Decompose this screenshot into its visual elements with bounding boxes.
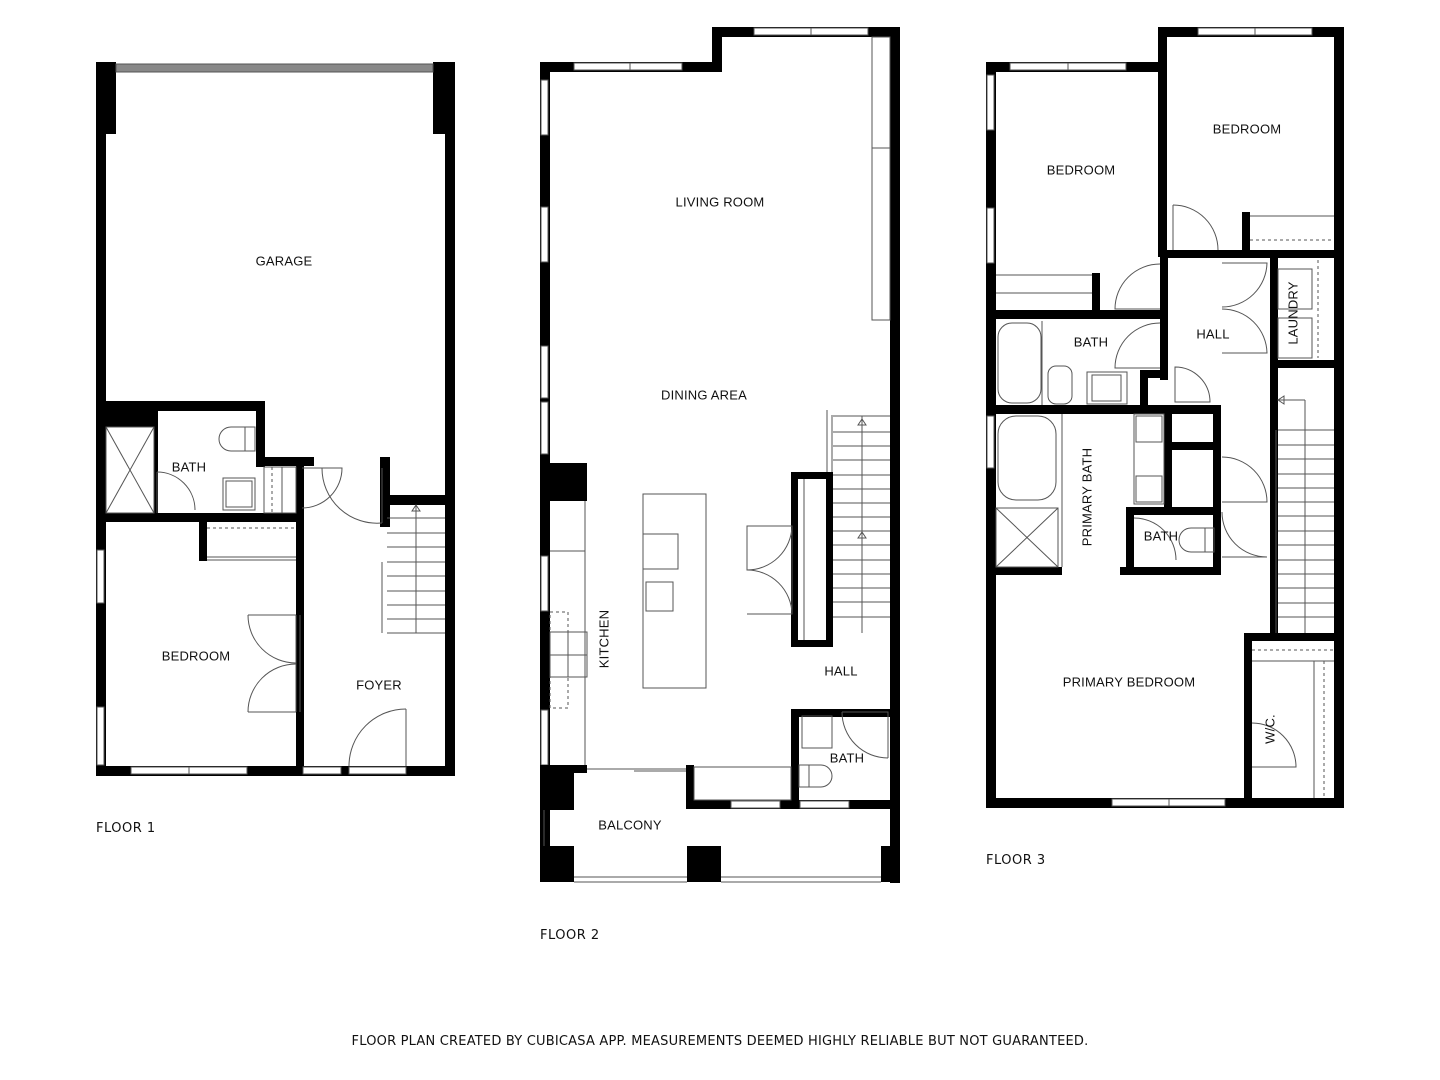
floor-1-plan [96, 62, 455, 776]
room-label-garage: GARAGE [255, 253, 313, 269]
room-label-bedroom-right: BEDROOM [1212, 121, 1282, 137]
room-label-hall: HALL [1196, 326, 1230, 342]
room-label-laundry: LAUNDRY [1285, 281, 1301, 345]
floor-1-label: FLOOR 1 [96, 821, 156, 836]
floor-2-label: FLOOR 2 [540, 928, 600, 943]
room-label-foyer: FOYER [356, 677, 402, 693]
room-label-hall: HALL [824, 663, 858, 679]
room-label-balcony: BALCONY [598, 817, 662, 833]
room-label-bedroom-left: BEDROOM [1046, 162, 1116, 178]
room-label-dining-area: DINING AREA [661, 387, 747, 403]
floor-3-label: FLOOR 3 [986, 853, 1046, 868]
room-label-primary-bedroom: PRIMARY BEDROOM [1062, 674, 1196, 690]
room-label-wic: W/C. [1262, 714, 1278, 744]
room-label-bath: BATH [171, 459, 207, 475]
room-label-living-room: LIVING ROOM [675, 194, 765, 210]
disclaimer-footer: FLOOR PLAN CREATED BY CUBICASA APP. MEAS… [351, 1034, 1089, 1049]
floor-3-plan [986, 27, 1344, 808]
room-label-bedroom: BEDROOM [161, 648, 231, 664]
floor-2-plan [540, 27, 900, 883]
room-label-bath-small: BATH [1143, 528, 1179, 544]
room-label-kitchen: KITCHEN [596, 609, 612, 669]
room-label-primary-bath: PRIMARY BATH [1079, 447, 1095, 547]
room-label-bath: BATH [829, 750, 865, 766]
room-label-bath: BATH [1073, 334, 1109, 350]
